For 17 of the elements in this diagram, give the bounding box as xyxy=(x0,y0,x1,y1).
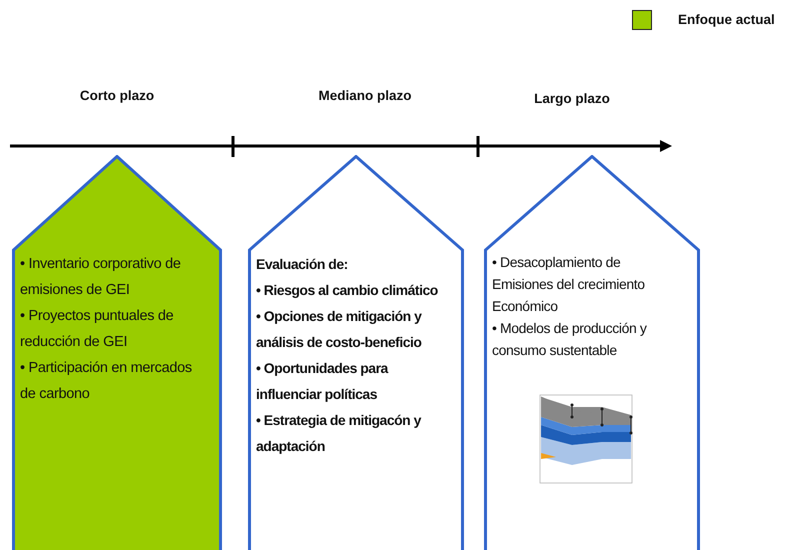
bullet-text: • Opciones de mitigación y análisis de costo-beneficio xyxy=(256,307,423,352)
pentagon-arrow-box xyxy=(248,155,464,550)
pentagon-arrow-box xyxy=(484,155,700,550)
bullet-text: • Desacoplamiento de Emisiones del crecimiento Económico xyxy=(492,253,646,316)
period-label: Largo plazo xyxy=(534,91,610,106)
bullet-text: • Oportunidades para influenciar políticas xyxy=(256,359,390,404)
bullet-text: • Riesgos al cambio climático xyxy=(256,281,439,300)
period-label: Mediano plazo xyxy=(318,88,412,103)
bullet-text: • Modelos de producción y consumo sustentable xyxy=(492,319,648,360)
pentagon-arrow-box xyxy=(12,155,222,550)
period-label: Corto plazo xyxy=(80,88,154,103)
bullet-text: • Estrategia de mitigacón y adaptación xyxy=(256,411,422,456)
legend-label: Enfoque actual xyxy=(678,12,775,27)
bullet-text: • Proyectos puntuales de reducción de GEI xyxy=(20,307,174,352)
bullet-text: • Participación en mercados de carbono xyxy=(20,359,193,404)
bullet-text: • Inventario corporativo de emisiones de GEI xyxy=(20,255,182,300)
bullet-text: Evaluación de: xyxy=(256,255,349,274)
